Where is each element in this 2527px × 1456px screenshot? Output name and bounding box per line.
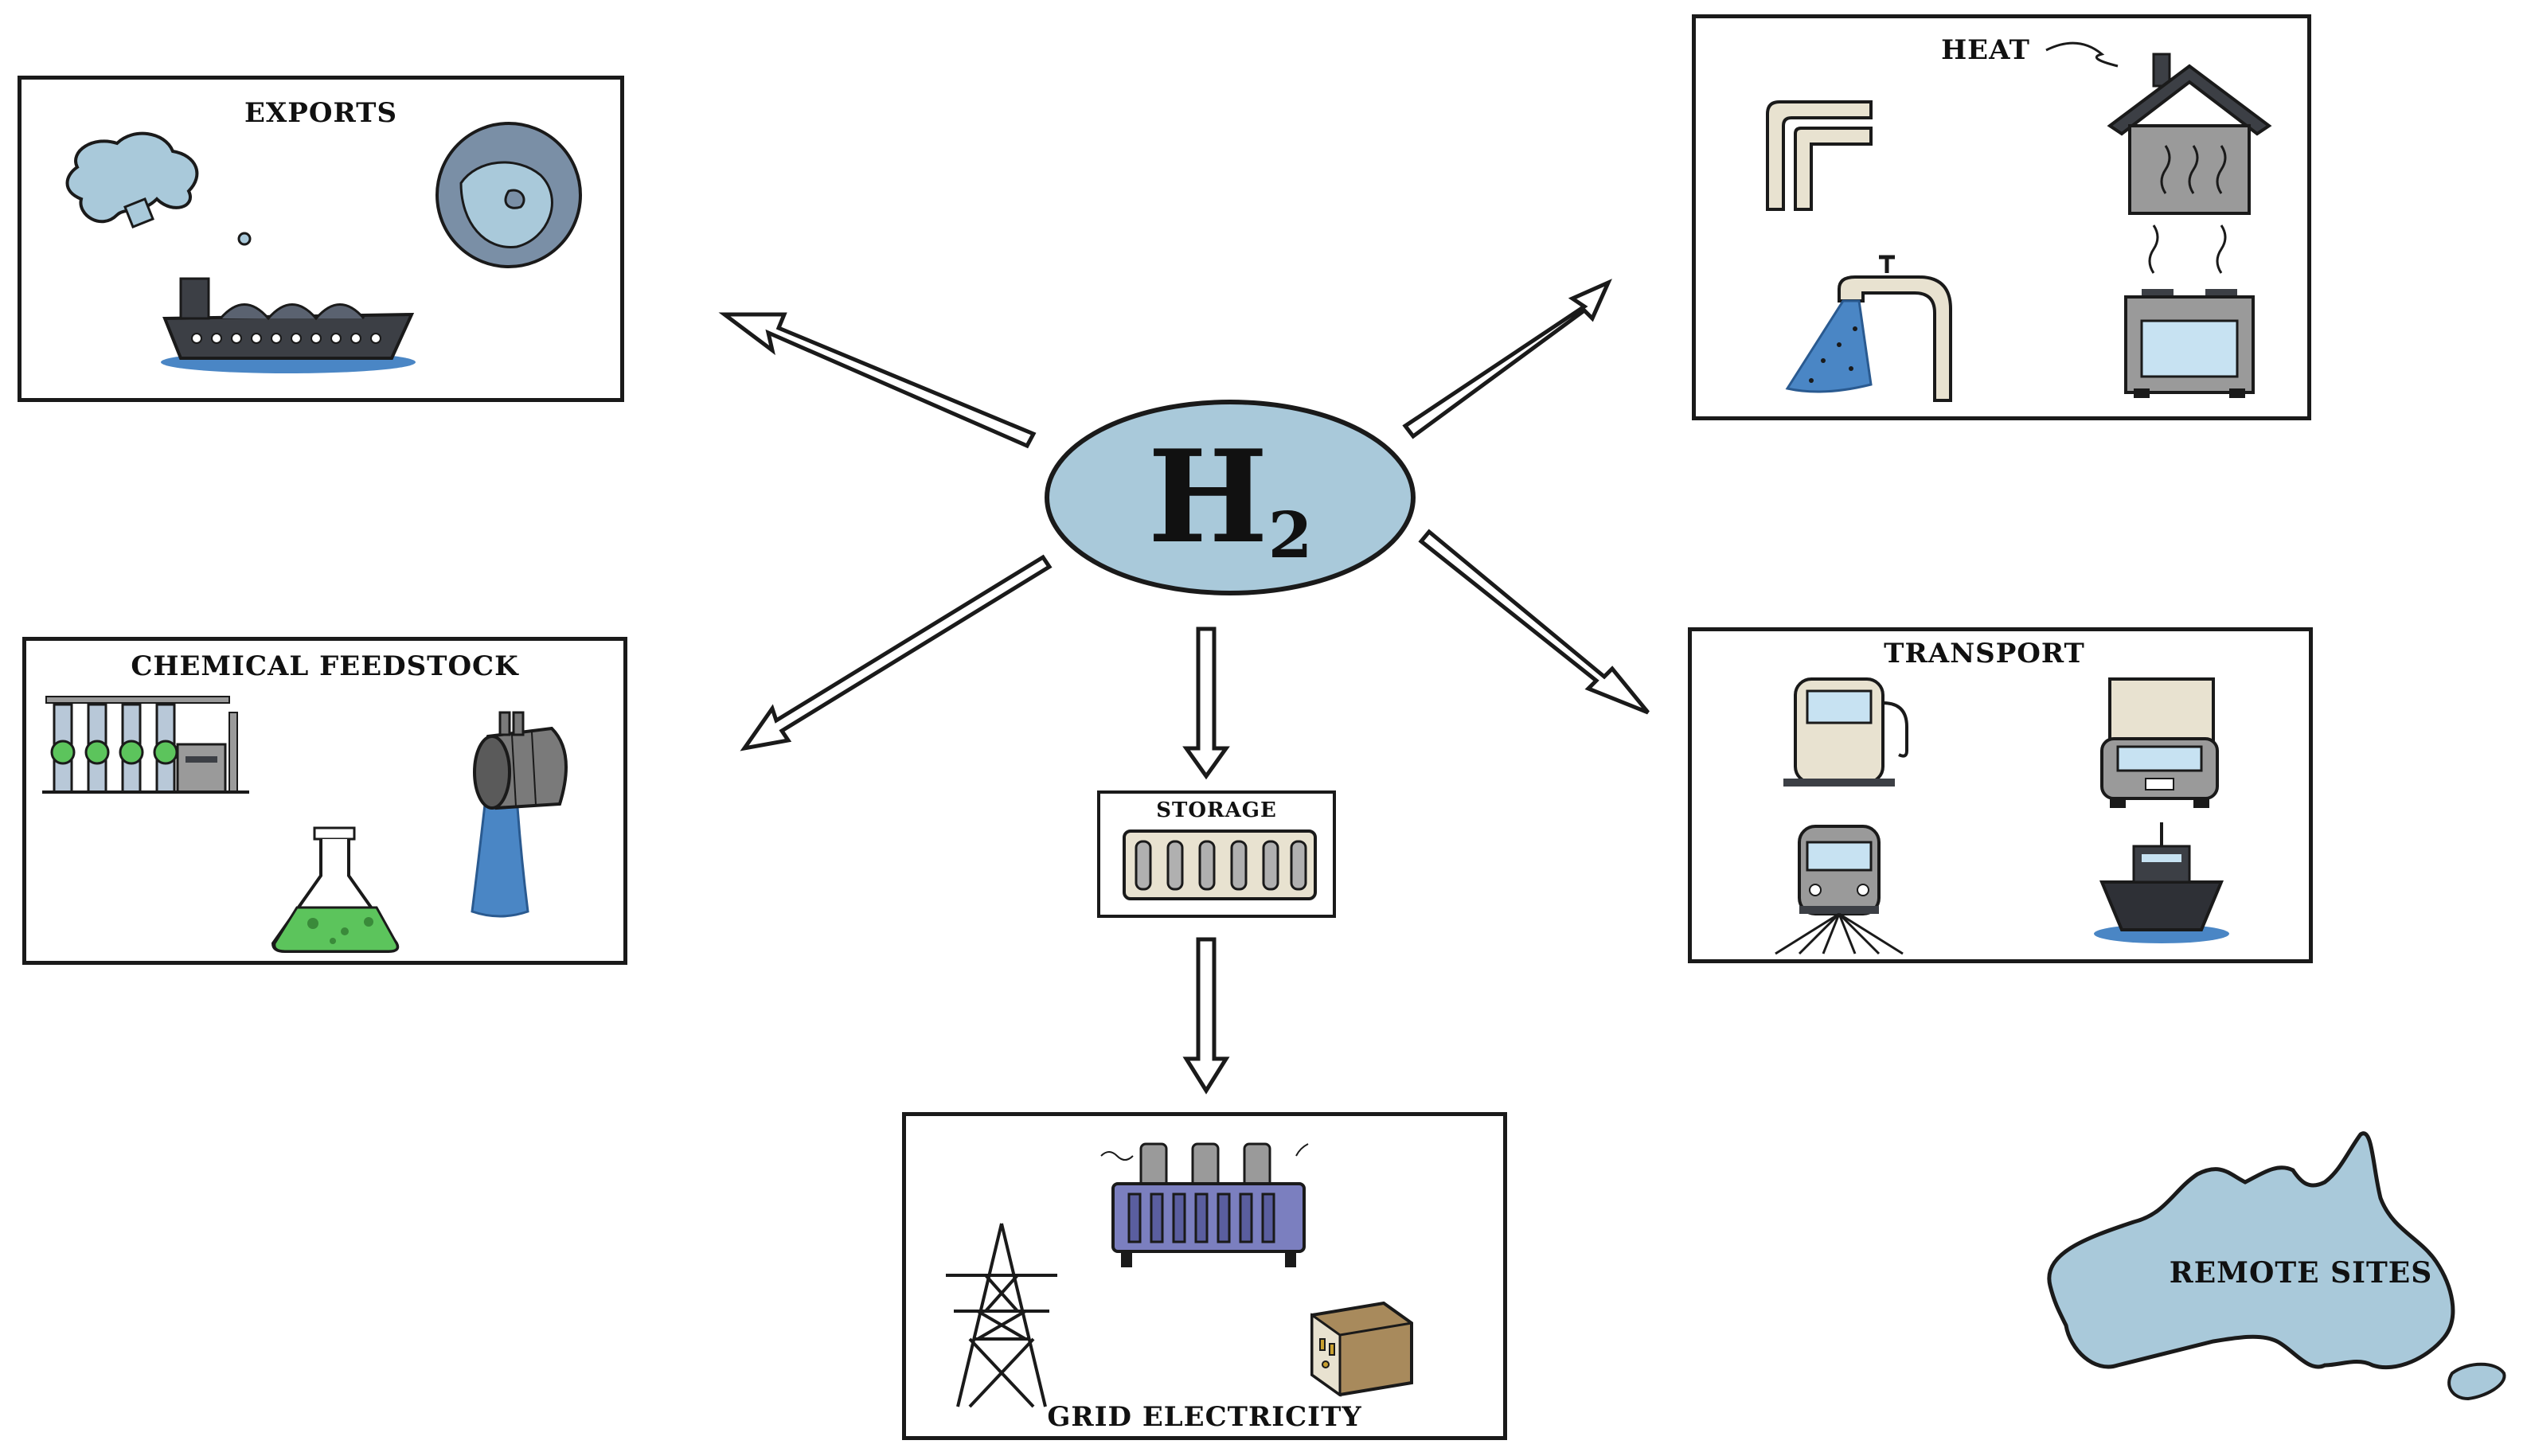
tap-icon [1785,255,1952,402]
power-outlet-icon [1310,1301,1413,1397]
pylon-icon [946,1223,1057,1408]
hydrogen-node: H2 [1043,398,1417,597]
train-icon [1775,825,1904,955]
house-icon [2045,41,2272,215]
transformer-icon [1100,1142,1309,1267]
chemical-label: CHEMICAL FEEDSTOCK [131,650,519,682]
factory-icon [42,696,249,794]
heat-label: HEAT [1941,34,2030,66]
barrel-icon [471,711,568,918]
grid-label: GRID ELECTRICITY [1047,1401,1362,1433]
arrow-to-exports [718,312,1037,449]
globe-icon [435,122,582,268]
hydrogen-formula: H2 [1147,422,1313,572]
stove-icon [2124,224,2255,398]
exports-box: EXPORTS [18,76,624,402]
arrow-to-grid [1182,937,1230,1095]
arrow-to-storage [1182,627,1230,780]
pipes-icon [1766,100,1873,211]
arrow-to-chemical [740,554,1053,751]
arrow-to-heat [1402,279,1612,439]
exports-label: EXPORTS [244,97,397,129]
grid-box: GRID ELECTRICITY [902,1112,1507,1440]
hydrogen-ellipse [1045,400,1416,595]
cargo-ship-icon [161,277,416,373]
truck-icon [2100,677,2219,808]
chemical-box: CHEMICAL FEEDSTOCK [22,637,627,965]
storage-tanks-icon [1123,829,1317,900]
fuel-pump-icon [1783,677,1908,787]
heat-box: HEAT [1692,14,2311,420]
ship-icon [2094,822,2229,943]
australia-map-remote-icon [2047,1131,2506,1401]
flask-icon [271,826,400,953]
transport-label: TRANSPORT [1884,638,2085,669]
remote-sites-label: REMOTE SITES [2169,1256,2433,1290]
australia-map-icon [65,131,252,246]
storage-label: STORAGE [1156,798,1277,822]
storage-box: STORAGE [1097,790,1336,918]
arrow-to-transport [1418,529,1650,715]
transport-box: TRANSPORT [1688,627,2313,963]
